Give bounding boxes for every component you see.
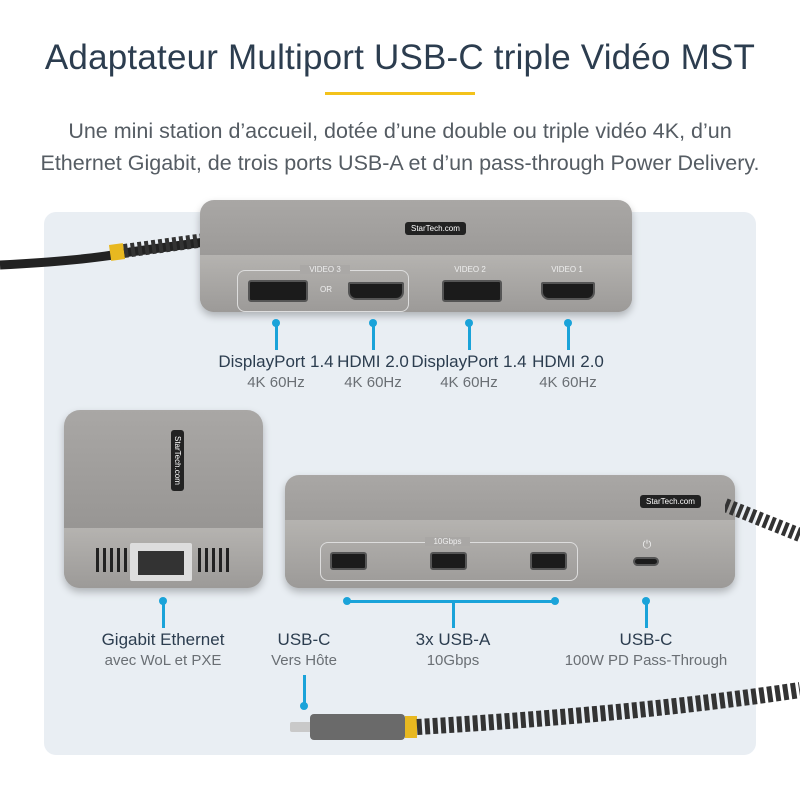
spec-displayport: 4K 60Hz — [247, 374, 305, 391]
usb-c-cable — [290, 682, 800, 740]
callout-dot — [551, 597, 559, 605]
brand-logo: StarTech.com — [640, 495, 701, 508]
video3-label: VIDEO 3 — [300, 265, 350, 274]
hdmi-port — [348, 282, 404, 300]
spec-usb-a: 10Gbps — [426, 652, 480, 669]
callout-line — [644, 600, 648, 628]
dock-ethernet-side: StarTech.com — [64, 410, 263, 588]
power-plug-icon: ⏻ — [642, 539, 652, 551]
usb-a-port — [330, 552, 367, 570]
usb-group-label: 10Gbps — [425, 537, 470, 546]
vent — [96, 548, 130, 572]
callout-line — [274, 322, 278, 350]
callout-line — [371, 322, 375, 350]
dock-usb-side: StarTech.com 10Gbps ⏻ — [285, 475, 735, 588]
callout-line — [161, 600, 165, 628]
spec-hdmi: 4K 60Hz — [344, 374, 402, 391]
top-cable — [0, 233, 206, 270]
spec-ethernet: avec WoL et PXE — [104, 652, 222, 669]
subtitle-line-1: Une mini station d’accueil, dotée d’une … — [68, 119, 732, 143]
label-ethernet: Gigabit Ethernet — [101, 630, 225, 649]
callout-line — [302, 675, 306, 705]
label-displayport: DisplayPort 1.4 — [218, 352, 334, 371]
usb-a-port — [530, 552, 567, 570]
page-title: Adaptateur Multiport USB-C triple Vidéo … — [44, 38, 756, 77]
callout-bracket — [347, 599, 555, 603]
displayport-port — [442, 280, 502, 302]
dock-top-view: StarTech.com VIDEO 3 OR VIDEO 2 VIDEO 1 — [200, 200, 632, 312]
accent-underline — [325, 92, 475, 95]
usb-c-port — [633, 557, 659, 566]
callout-line — [467, 322, 471, 350]
callout-line — [451, 600, 455, 628]
brand-logo: StarTech.com — [405, 222, 466, 235]
callout-line — [566, 322, 570, 350]
or-label: OR — [320, 285, 332, 294]
ethernet-port — [130, 543, 192, 581]
spec-hdmi: 4K 60Hz — [539, 374, 597, 391]
label-hdmi: HDMI 2.0 — [532, 352, 604, 371]
spec-displayport: 4K 60Hz — [440, 374, 498, 391]
spec-usb-c-pd: 100W PD Pass-Through — [564, 652, 728, 669]
vent — [198, 548, 232, 572]
displayport-port — [248, 280, 308, 302]
label-usb-c-host: USB-C — [277, 630, 331, 649]
video2-label: VIDEO 2 — [454, 265, 486, 274]
label-usb-a: 3x USB-A — [415, 630, 491, 649]
subtitle-line-2: Ethernet Gigabit, de trois ports USB-A e… — [40, 151, 760, 175]
hdmi-port — [541, 282, 595, 300]
spec-usb-c-host: Vers Hôte — [271, 652, 337, 669]
label-displayport: DisplayPort 1.4 — [411, 352, 527, 371]
usb-a-port — [430, 552, 467, 570]
callout-dot — [300, 702, 308, 710]
label-usb-c-pd: USB-C — [619, 630, 673, 649]
label-hdmi: HDMI 2.0 — [337, 352, 409, 371]
video1-label: VIDEO 1 — [551, 265, 583, 274]
brand-logo: StarTech.com — [171, 430, 184, 491]
right-cable — [725, 498, 800, 542]
